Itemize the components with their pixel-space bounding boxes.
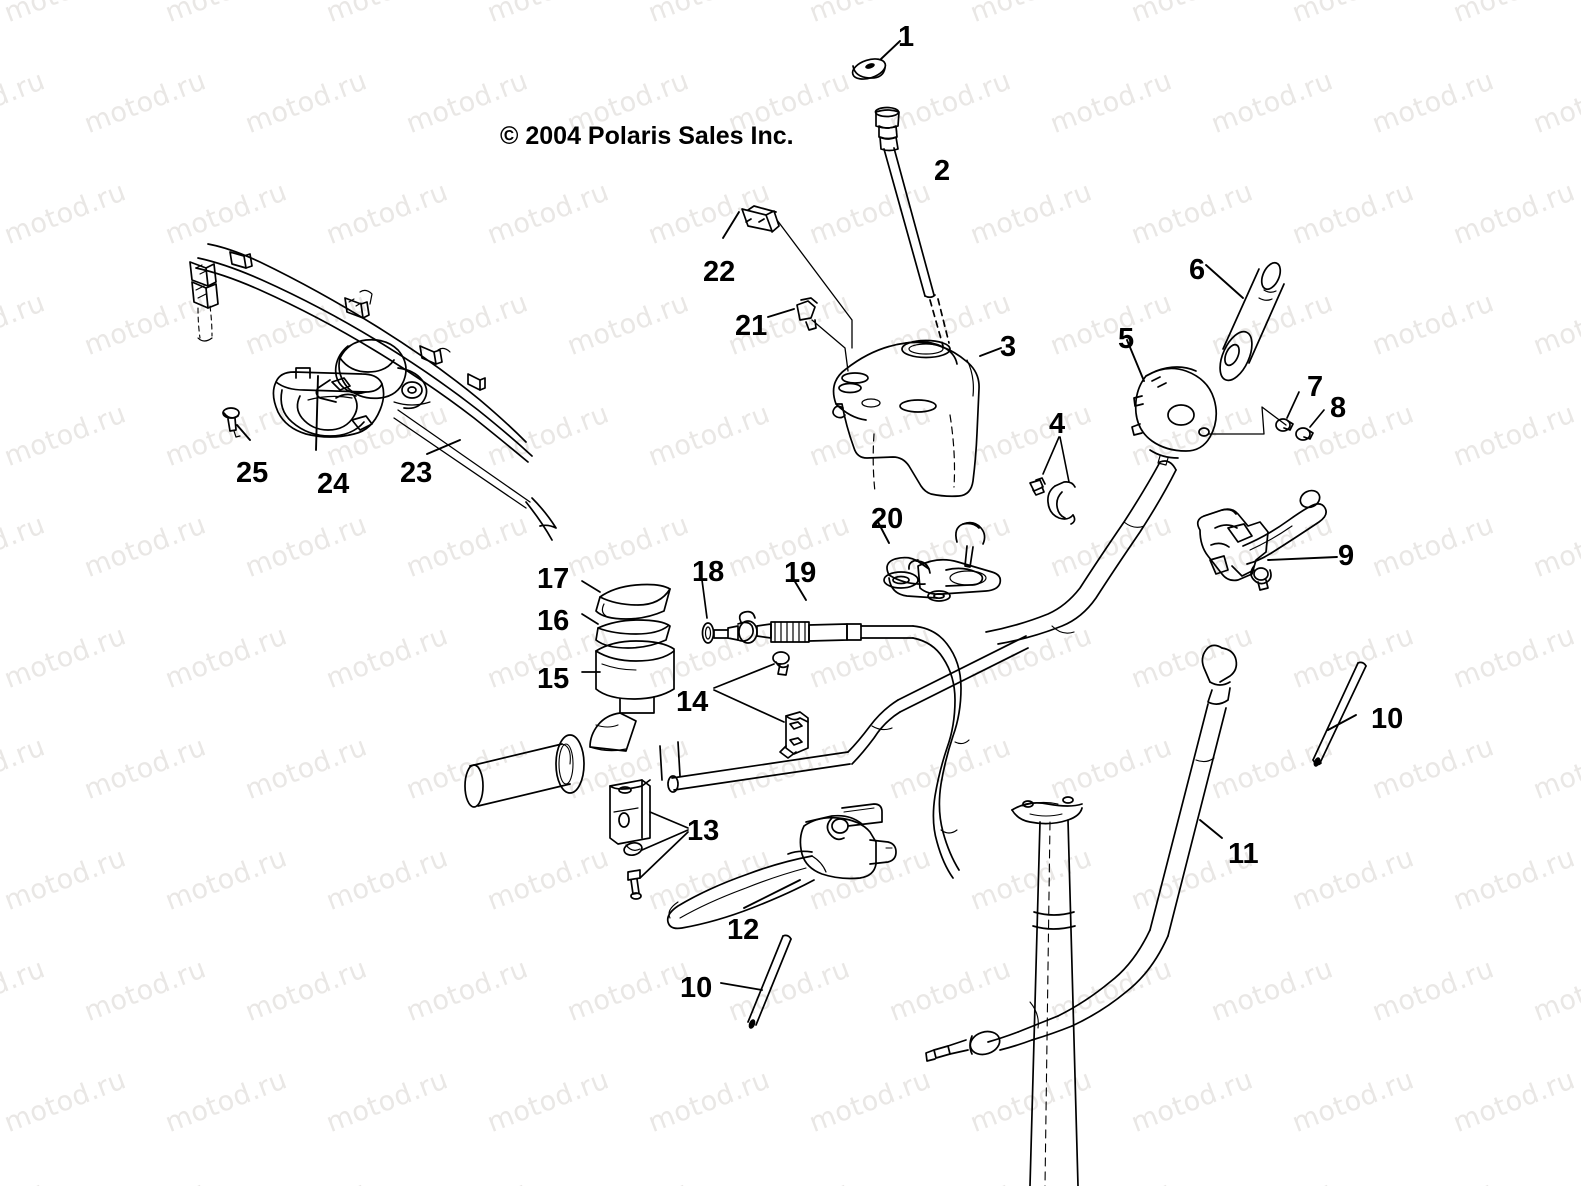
handlebar-grip-left	[464, 734, 585, 808]
part-1-vent-plug	[851, 40, 901, 80]
callout-brake-lever-master-cylinder-left: 12	[727, 914, 760, 946]
part-3-fuel-tank	[832, 339, 1002, 498]
harness-clips	[229, 251, 486, 391]
callout-throttle-cable: 11	[1228, 838, 1259, 870]
callout-brake-lever-assembly-right: 9	[1338, 540, 1355, 572]
part-13-clamp-hardware	[609, 779, 689, 900]
callout-master-cylinder-reservoir: 15	[537, 663, 570, 695]
callout-throttle-housing: 5	[1118, 323, 1135, 355]
callout-wiring-harness: 23	[400, 457, 433, 489]
callout-bolt-and-clamp-set: 14	[676, 686, 709, 718]
callout-screw-throttle-upper: 7	[1307, 371, 1324, 403]
copyright-notice: © 2004 Polaris Sales Inc.	[500, 122, 794, 150]
handlebar-tube	[667, 460, 1177, 793]
callout-handlebar-grip-right: 6	[1189, 254, 1206, 286]
steering-post	[1011, 796, 1083, 1186]
callout-hose-clamp: 22	[703, 256, 736, 288]
callout-reservoir-cap: 17	[537, 563, 570, 595]
part-4-cable-clips	[1029, 436, 1076, 525]
callout-screw-headlight-pod: 25	[236, 457, 269, 489]
callout-fuel-line-fitting: 21	[735, 310, 768, 342]
part-8-screw	[1295, 409, 1325, 441]
part-10-pin-left	[720, 934, 792, 1029]
callout-reservoir-diaphragm: 16	[537, 605, 570, 637]
part-25-screw	[222, 407, 251, 441]
callout-cable-mounting-bracket: 20	[871, 503, 904, 535]
callout-fuel-cap-vent-plug: 1	[898, 21, 915, 53]
callout-pivot-pin-upper-right: 10	[1371, 703, 1404, 735]
callout-headlight-pod-housing: 24	[317, 468, 350, 500]
part-16-diaphragm	[581, 613, 671, 649]
part-5-throttle-housing	[1126, 339, 1287, 466]
callout-pivot-pin-lower-left: 10	[680, 972, 713, 1004]
harness-connector	[189, 261, 219, 342]
part-10-pin-right	[1312, 661, 1367, 767]
part-11-throttle-cable	[925, 644, 1238, 1062]
part-2-filler-rod	[874, 106, 950, 347]
callout-clamp-and-hardware-set: 13	[687, 815, 720, 847]
callout-brake-cable-assembly: 19	[784, 557, 817, 589]
callout-fuel-tank-filler-rod: 2	[934, 155, 951, 187]
callout-fuel-tank: 3	[1000, 331, 1017, 363]
part-12-lever-master-cylinder	[666, 803, 897, 930]
part-17-reservoir-cap	[581, 580, 671, 620]
part-20-cable-bracket	[877, 521, 1002, 602]
callout-screw-throttle-lower: 8	[1330, 392, 1347, 424]
part-21-fuel-fitting	[767, 297, 849, 372]
callout-o-ring: 18	[692, 556, 725, 588]
part-22-hose-clamp	[722, 205, 853, 349]
part-14-bolt-clamp	[713, 651, 809, 759]
callout-cable-clip-set: 4	[1049, 408, 1066, 440]
handlebar-left-segment	[659, 741, 681, 781]
part-18-o-ring	[701, 579, 715, 644]
part-19-brake-cable	[713, 579, 970, 879]
part-15-reservoir	[581, 640, 675, 752]
part-7-screw	[1275, 391, 1300, 432]
part-9-brake-lever-right	[1196, 489, 1338, 591]
part-6-grip-right	[1205, 261, 1285, 382]
part-23-wiring-harness	[189, 243, 557, 541]
harness-switch-assembly	[315, 338, 531, 509]
